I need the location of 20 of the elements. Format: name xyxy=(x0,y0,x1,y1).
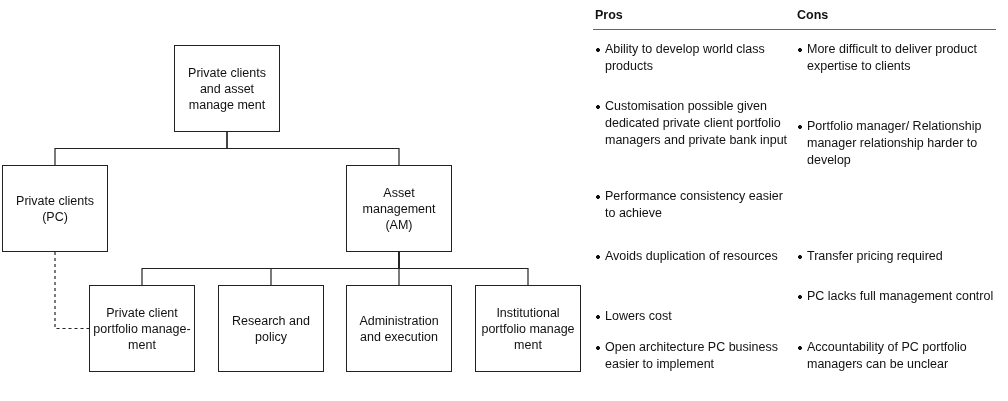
box-label: Administration and execution xyxy=(358,312,440,345)
org-box xyxy=(218,285,324,372)
box-label: Private clients and asset manage ment xyxy=(187,64,267,113)
org-box xyxy=(475,285,581,372)
org-box xyxy=(346,285,452,372)
box-label: Institutional portfolio manage ment xyxy=(480,304,576,353)
connector-line xyxy=(398,251,529,286)
org-box xyxy=(174,45,280,132)
box-label: Research and policy xyxy=(231,312,311,345)
box-label: Private clients (PC) xyxy=(15,192,95,225)
connector-line xyxy=(226,131,400,166)
org-box xyxy=(2,165,108,252)
bullet-point: Customisation possible given dedicated private client portfolio managers and private bank input xyxy=(595,98,790,149)
box-label: Private client portfolio manage- ment xyxy=(92,304,192,353)
column-heading: Pros xyxy=(595,8,624,22)
dashed-connector xyxy=(54,251,90,330)
box-label: Asset management (AM) xyxy=(361,184,437,233)
org-box xyxy=(89,285,195,372)
org-box xyxy=(346,165,452,252)
column-heading: Cons xyxy=(797,8,830,22)
